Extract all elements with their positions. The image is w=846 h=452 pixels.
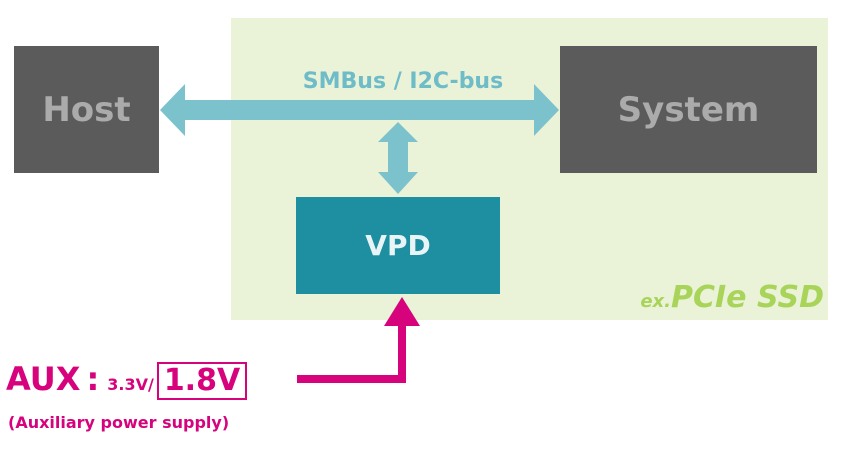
- smbus-double-arrow: [160, 84, 559, 136]
- system-box: System: [560, 46, 817, 173]
- aux-colon: :: [86, 360, 100, 398]
- smbus-label: SMBus / I2C-bus: [302, 69, 504, 94]
- ssd-prefix: ex.: [640, 291, 671, 312]
- vpd-bus-double-arrow: [378, 122, 418, 194]
- aux-power-arrowhead: [384, 297, 420, 326]
- ssd-name: PCIe SSD: [670, 280, 824, 315]
- host-box: Host: [14, 46, 159, 173]
- host-label: Host: [42, 89, 131, 130]
- pcie-ssd-label: ex.PCIe SSD: [640, 280, 824, 315]
- vpd-box: VPD: [296, 197, 500, 294]
- aux-voltage-3v3: 3.3V/: [107, 375, 154, 394]
- aux-power-line: [297, 322, 406, 383]
- vpd-label: VPD: [365, 229, 431, 262]
- aux-label: AUX: [6, 360, 81, 398]
- aux-power-label: AUX : 3.3V/ 1.8V: [6, 360, 248, 400]
- aux-description: (Auxiliary power supply): [8, 413, 230, 432]
- aux-voltage-1v8: 1.8V: [156, 362, 248, 400]
- system-label: System: [617, 89, 760, 130]
